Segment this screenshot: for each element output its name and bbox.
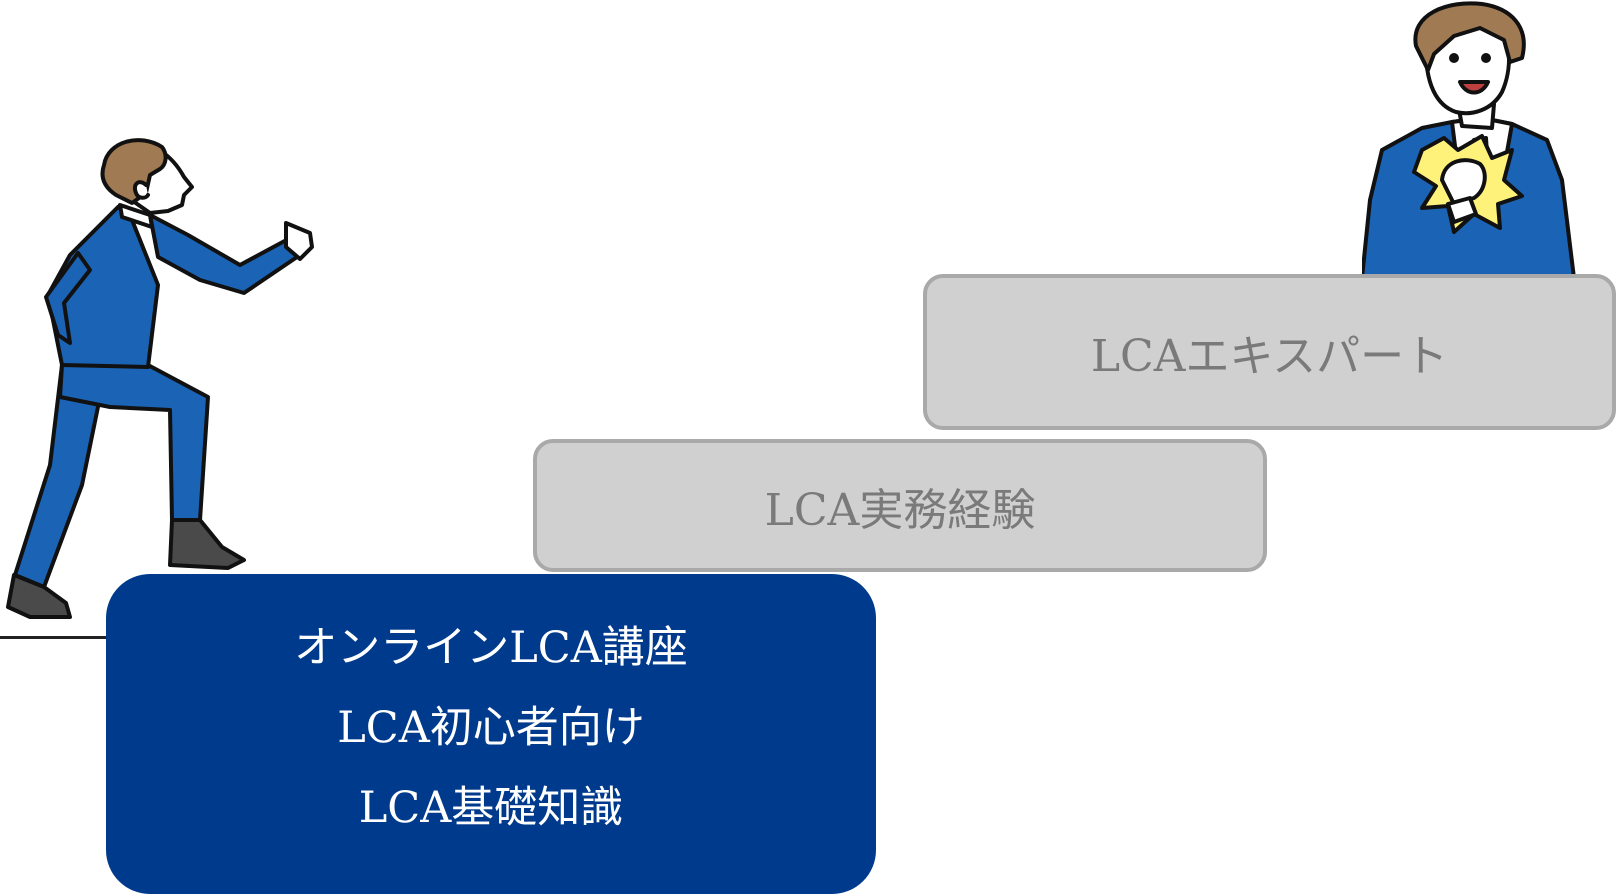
step-expert: LCAエキスパート bbox=[923, 274, 1616, 430]
ground-line bbox=[0, 636, 108, 639]
step-practice-label: LCA実務経験 bbox=[764, 484, 1036, 536]
step-basic-line-1: オンラインLCA講座 bbox=[294, 623, 688, 673]
step-basic-line-3: LCA基礎知識 bbox=[358, 783, 624, 833]
step-expert-label: LCAエキスパート bbox=[1090, 331, 1449, 382]
step-practice: LCA実務経験 bbox=[533, 439, 1267, 572]
confident-businessman-icon bbox=[1362, 1, 1576, 278]
climbing-businessman-icon bbox=[6, 138, 314, 619]
step-basic-line-2: LCA初心者向け bbox=[337, 703, 645, 753]
step-basic: オンラインLCA講座 LCA初心者向け LCA基礎知識 bbox=[106, 574, 876, 894]
